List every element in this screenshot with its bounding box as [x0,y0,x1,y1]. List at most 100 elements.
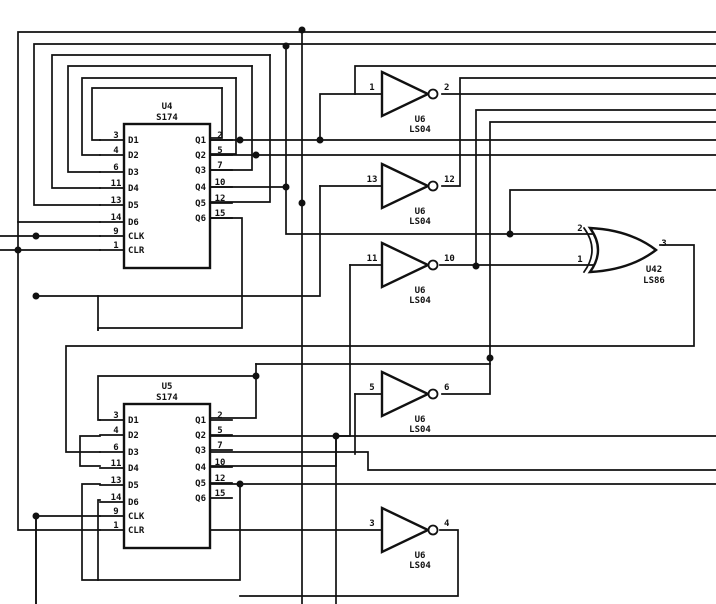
input-pin-label: D4 [128,464,139,474]
input-pin-label: CLR [128,246,145,256]
xor-input-b-pin: 1 [577,255,582,265]
junction-dot [486,354,494,362]
input-pin-number: 14 [111,493,122,503]
inverter-input-pin: 1 [369,83,374,93]
output-pin-number: 2 [217,411,222,421]
output-pin-number: 5 [217,146,222,156]
xor-gate-u42: 2 1 3 U42 LS86 [577,224,666,286]
input-pin-label: CLR [128,526,145,536]
inverter-bubble [427,388,439,400]
output-pin-label: Q3 [195,166,206,176]
junction-dot [298,199,306,207]
junction-dot [316,136,324,144]
output-pin-label: Q4 [195,463,206,473]
inverter-triangle [380,70,431,118]
inverter-input-pin: 11 [367,254,378,264]
output-pin-number: 15 [215,209,226,219]
input-pin-label: D1 [128,136,139,146]
output-pin-number: 15 [215,489,226,499]
input-pin-label: CLK [128,512,145,522]
inverter-triangle [380,241,431,289]
inverter-output-pin: 10 [444,254,455,264]
wiring [0,29,716,604]
output-pin-label: Q4 [195,183,206,193]
output-pin-label: Q5 [195,479,206,489]
inverter-part-label: LS04 [409,125,431,135]
inverter-part-label: LS04 [409,296,431,306]
inverter-bubble [427,524,439,536]
junction-dot [32,292,40,300]
input-pin-number: 11 [111,179,122,189]
output-pin-label: Q6 [195,214,206,224]
input-pin-number: 1 [113,241,118,251]
inverter-part-label: LS04 [409,561,431,571]
input-pin-label: D6 [128,218,139,228]
inverter-part-label: LS04 [409,217,431,227]
input-pin-label: D3 [128,448,139,458]
xor-ref-label: U42 [646,265,662,275]
inverter-input-pin: 5 [369,383,374,393]
inverter-output-pin: 2 [444,83,449,93]
inverter-bubble [427,88,439,100]
inverter-input-pin: 3 [369,519,374,529]
inverter-output-pin: 12 [444,175,455,185]
inverter-triangle [380,506,431,554]
output-pin-label: Q1 [195,416,206,426]
input-pin-label: D1 [128,416,139,426]
chip-part-label: S174 [156,393,178,403]
input-pin-number: 4 [113,426,119,436]
input-pin-label: D3 [128,168,139,178]
input-pin-number: 9 [113,507,118,517]
input-pin-number: 13 [111,196,122,206]
junction-dot [282,183,290,191]
output-pin-label: Q2 [195,431,206,441]
output-pin-label: Q6 [195,494,206,504]
input-pin-number: 14 [111,213,122,223]
input-pin-number: 3 [113,131,118,141]
inverter-output-pin: 4 [444,519,450,529]
junction-dot [332,432,340,440]
junction-dot [472,262,480,270]
inverter-output-pin: 6 [444,383,449,393]
inverter-ref-label: U6 [415,115,426,125]
junction-dot [282,42,290,50]
input-pin-label: D5 [128,201,139,211]
output-pin-number: 10 [215,178,226,188]
inverter-bubble [427,180,439,192]
junction-dot [236,136,244,144]
inverter-triangle [380,370,431,418]
xor-input-a-pin: 2 [577,224,582,234]
junction-dot [14,246,22,254]
output-pin-number: 2 [217,131,222,141]
input-pin-number: 4 [113,146,119,156]
output-pin-label: Q3 [195,446,206,456]
junction-dot [506,230,514,238]
inverter-ref-label: U6 [415,286,426,296]
junction-dot [32,512,40,520]
input-pin-label: D6 [128,498,139,508]
input-pin-label: D4 [128,184,139,194]
inverter-input-pin: 13 [367,175,378,185]
inverter-part-label: LS04 [409,425,431,435]
input-pin-label: CLK [128,232,145,242]
junction-dot [298,26,306,34]
output-pin-label: Q5 [195,199,206,209]
input-pin-number: 6 [113,163,118,173]
input-pin-label: D5 [128,481,139,491]
inverter-triangle [380,162,431,210]
output-pin-label: Q2 [195,151,206,161]
junction-dot [252,151,260,159]
input-pin-number: 3 [113,411,118,421]
junction-dot [252,372,260,380]
inverter-ref-label: U6 [415,415,426,425]
inverter-ref-label: U6 [415,551,426,561]
input-pin-number: 11 [111,459,122,469]
inverter-ref-label: U6 [415,207,426,217]
